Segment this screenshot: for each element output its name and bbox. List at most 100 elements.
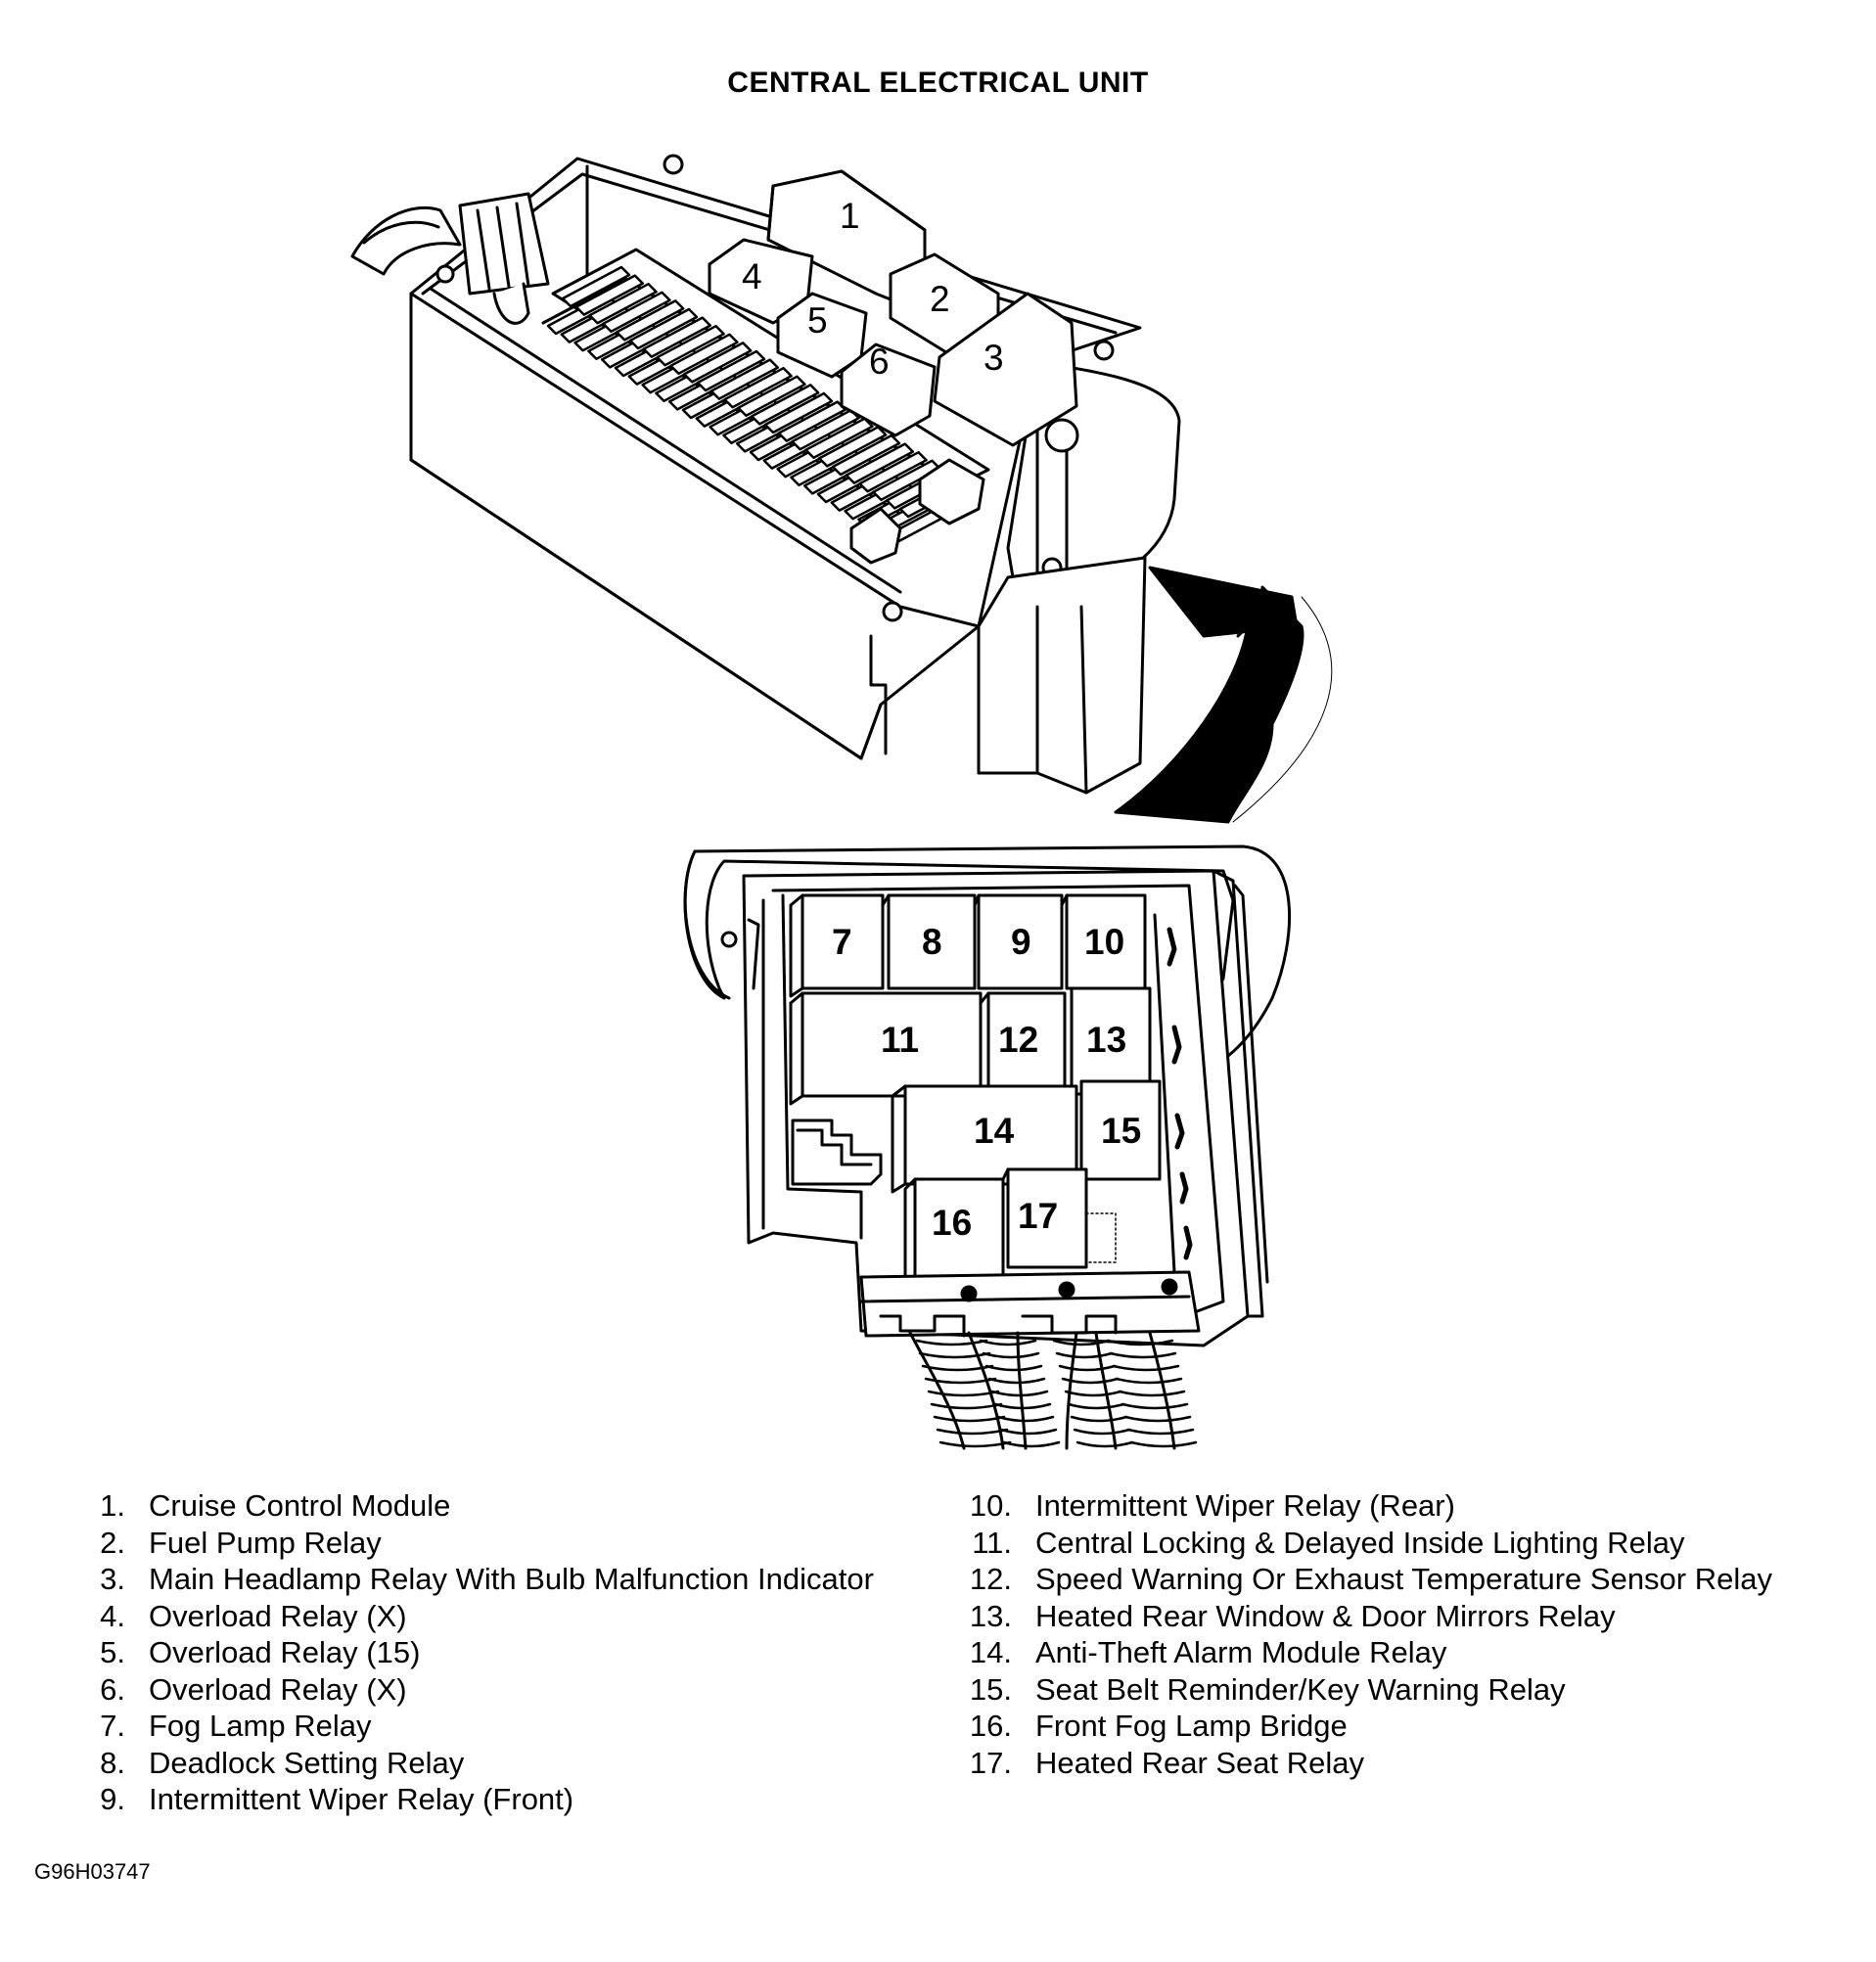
legend-num: 13. bbox=[969, 1598, 1012, 1633]
legend-num: 12. bbox=[969, 1562, 1012, 1596]
cable-wrap-ring bbox=[1126, 1428, 1195, 1436]
legend-num: 11. bbox=[972, 1525, 1012, 1560]
cable-wrap-ring bbox=[984, 1364, 1043, 1372]
callout-13: 13 bbox=[1086, 1020, 1126, 1060]
fuse-tooth bbox=[669, 333, 739, 376]
cable-wrap-ring bbox=[1073, 1428, 1131, 1436]
cable-wrap-ring bbox=[1106, 1339, 1174, 1346]
legend-num: 4. bbox=[100, 1598, 125, 1633]
callout-12: 12 bbox=[998, 1020, 1038, 1060]
legend-num: 1. bbox=[100, 1488, 125, 1523]
relay-17 bbox=[1001, 1167, 1088, 1269]
central-electrical-unit-drawing: 1 2 3 4 5 6 bbox=[350, 154, 1333, 1450]
relay-14 bbox=[891, 1084, 1078, 1194]
legend-item: 15. Seat Belt Reminder/Key Warning Relay bbox=[949, 1671, 1772, 1709]
callout-16: 16 bbox=[932, 1203, 972, 1243]
legend-num: 17. bbox=[969, 1745, 1012, 1780]
legend-left: 1. Cruise Control Module 2.Fuel Pump Rela… bbox=[69, 1487, 874, 1818]
callout-11: 11 bbox=[881, 1020, 919, 1060]
cable-wrap-ring bbox=[1112, 1364, 1180, 1372]
cable-wrap-ring bbox=[1123, 1415, 1192, 1423]
legend-item: 1. Cruise Control Module bbox=[69, 1487, 874, 1525]
fuse-tooth bbox=[791, 408, 860, 451]
fuse-tooth bbox=[602, 291, 671, 334]
cable-wrap-ring bbox=[1129, 1440, 1198, 1448]
relay-11 bbox=[789, 991, 983, 1106]
callout-3: 3 bbox=[984, 338, 1004, 378]
legend-num: 6. bbox=[100, 1671, 125, 1707]
legend-text: Seat Belt Reminder/Key Warning Relay bbox=[1035, 1671, 1566, 1707]
fuse-tooth bbox=[574, 274, 645, 316]
cable-wrap-ring bbox=[924, 1377, 997, 1385]
cable-wrap-ring bbox=[936, 1428, 1009, 1436]
callout-14: 14 bbox=[974, 1111, 1015, 1151]
cable-wrap-ring bbox=[915, 1339, 988, 1346]
rotation-arrow bbox=[1114, 585, 1304, 824]
diagram-title: CENTRAL ELECTRICAL UNIT bbox=[727, 67, 1149, 99]
fuse-tooth bbox=[831, 433, 901, 477]
cable-wrap-ring bbox=[999, 1428, 1058, 1436]
legend-text: Overload Relay (15) bbox=[149, 1635, 421, 1669]
fuse-tooth bbox=[615, 299, 685, 342]
cable-wrap-ring bbox=[982, 1351, 1040, 1359]
relay-6 bbox=[840, 342, 937, 437]
cable-wrap-ring bbox=[990, 1390, 1049, 1397]
legend-item: 9. Intermittent Wiper Relay (Front) bbox=[69, 1781, 874, 1818]
legend-text: Main Headlamp Relay With Bulb Malfunctio… bbox=[149, 1562, 874, 1596]
bottom-connector bbox=[859, 1270, 1201, 1338]
legend-num: 15. bbox=[969, 1671, 1012, 1707]
cable-wraps bbox=[915, 1339, 1198, 1448]
legend-num: 5. bbox=[100, 1635, 125, 1669]
fuse-tooth bbox=[628, 307, 699, 350]
legend-text: Intermittent Wiper Relay (Front) bbox=[149, 1782, 574, 1816]
fuse-tooth bbox=[561, 265, 631, 308]
legend-num: 9. bbox=[100, 1782, 125, 1816]
legend-right: 10.Intermittent Wiper Relay (Rear) 11.Ce… bbox=[949, 1487, 1772, 1781]
cable-wrap-ring bbox=[921, 1364, 994, 1372]
legend-text: Cruise Control Module bbox=[149, 1488, 451, 1523]
cable-wrap-ring bbox=[996, 1415, 1055, 1423]
legend-num: 16. bbox=[969, 1709, 1012, 1743]
relay-8 bbox=[881, 893, 977, 990]
fuse-tooth bbox=[696, 349, 766, 392]
fuse-tooth bbox=[804, 417, 874, 460]
relay-7 bbox=[789, 893, 885, 998]
cable-wrap-ring bbox=[1052, 1339, 1111, 1346]
legend-text: Overload Relay (X) bbox=[149, 1598, 407, 1633]
fuse-tooth bbox=[858, 450, 928, 493]
legend-text: Front Fog Lamp Bridge bbox=[1035, 1709, 1348, 1743]
callout-7: 7 bbox=[832, 922, 852, 962]
legend-item: 2.Fuel Pump Relay bbox=[69, 1525, 874, 1562]
cable-wrap-ring bbox=[1109, 1351, 1177, 1359]
cable-wrap-ring bbox=[933, 1415, 1006, 1423]
legend-text: Speed Warning Or Exhaust Temperature Sen… bbox=[1035, 1562, 1772, 1596]
fuse-tooth bbox=[845, 442, 915, 484]
legend-num: 7. bbox=[100, 1709, 125, 1743]
callout-4: 4 bbox=[742, 256, 762, 297]
legend-num: 8. bbox=[100, 1745, 125, 1780]
callout-1: 1 bbox=[840, 196, 860, 236]
legend-text: Deadlock Setting Relay bbox=[149, 1745, 465, 1780]
fuse-tooth bbox=[750, 384, 820, 426]
callout-9: 9 bbox=[1011, 922, 1031, 962]
fuse-tooth bbox=[723, 366, 793, 409]
cable-wrap-ring bbox=[1067, 1402, 1125, 1410]
cable-wrap-ring bbox=[1061, 1377, 1120, 1385]
legend-num: 2. bbox=[100, 1525, 125, 1560]
cable-wrap-ring bbox=[927, 1390, 1000, 1397]
callout-8: 8 bbox=[922, 922, 942, 962]
legend-item: 16. Front Fog Lamp Bridge bbox=[949, 1708, 1772, 1745]
callout-5: 5 bbox=[807, 300, 828, 341]
legend-text: Heated Rear Window & Door Mirrors Relay bbox=[1035, 1598, 1616, 1633]
legend-item: 12. Speed Warning Or Exhaust Temperature … bbox=[949, 1561, 1772, 1598]
cable-wrap-ring bbox=[930, 1402, 1003, 1410]
legend-item: 13. Heated Rear Window & Door Mirrors Rel… bbox=[949, 1598, 1772, 1635]
legend-item: 14.Anti-Theft Alarm Module Relay bbox=[949, 1634, 1772, 1671]
legend-text: Central Locking & Delayed Inside Lightin… bbox=[1035, 1525, 1685, 1560]
callout-17: 17 bbox=[1018, 1196, 1058, 1236]
fuse-tooth bbox=[588, 282, 658, 325]
legend-text: Fog Lamp Relay bbox=[149, 1709, 372, 1743]
legend-item: 7. Fog Lamp Relay bbox=[69, 1708, 874, 1745]
figure-code: G96H03747 bbox=[34, 1859, 151, 1884]
legend-item: 6.Overload Relay (X) bbox=[69, 1671, 874, 1709]
